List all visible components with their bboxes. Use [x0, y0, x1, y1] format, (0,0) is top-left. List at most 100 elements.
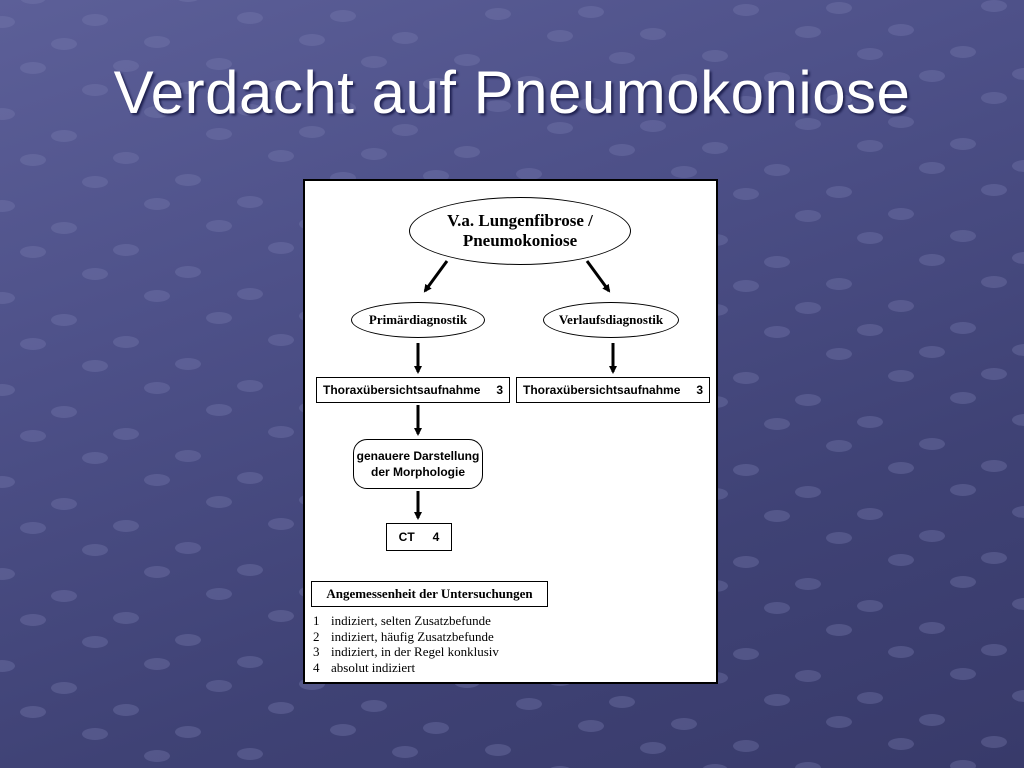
background-dot — [175, 726, 201, 738]
node-thorax-verlauf-rating: 3 — [696, 383, 703, 397]
flow-arrows — [414, 260, 617, 520]
node-suspected-fibrosis-line2: Pneumokoniose — [462, 231, 578, 250]
background-dot — [888, 462, 914, 474]
background-dot — [919, 714, 945, 726]
background-dot — [516, 168, 542, 180]
background-dot — [826, 532, 852, 544]
background-dot — [981, 552, 1007, 564]
background-dot — [175, 450, 201, 462]
node-ct-name: CT — [398, 530, 415, 544]
background-dot — [144, 106, 170, 118]
background-dot — [547, 30, 573, 42]
arrow-to-primaerdiagnostik — [423, 260, 449, 293]
background-dot — [950, 668, 976, 680]
background-dot — [175, 174, 201, 186]
background-dot — [20, 522, 46, 534]
background-dot — [178, 0, 198, 2]
background-dot — [392, 746, 418, 758]
background-dot — [20, 246, 46, 258]
background-dot — [702, 142, 728, 154]
background-dot — [485, 744, 511, 756]
background-dot — [857, 600, 883, 612]
background-dot — [113, 152, 139, 164]
node-ct: CT 4 — [386, 523, 452, 551]
background-dot — [423, 78, 449, 90]
background-dot — [20, 154, 46, 166]
node-morphologie: genauere Darstellung der Morphologie — [353, 439, 483, 489]
background-dot — [888, 554, 914, 566]
background-dot — [1012, 252, 1024, 264]
background-dot — [826, 716, 852, 728]
background-dot — [0, 384, 15, 396]
background-dot — [733, 464, 759, 476]
background-dot — [795, 26, 821, 38]
background-dot — [175, 634, 201, 646]
background-dot — [454, 54, 480, 66]
background-dot — [20, 0, 46, 4]
background-dot — [764, 418, 790, 430]
background-dot — [51, 590, 77, 602]
background-dot — [950, 484, 976, 496]
background-dot — [578, 98, 604, 110]
background-dot — [268, 80, 294, 92]
background-dot — [268, 334, 294, 346]
background-dot — [206, 58, 232, 70]
background-dot — [330, 724, 356, 736]
background-dot — [950, 576, 976, 588]
background-dot — [671, 74, 697, 86]
background-dot — [764, 602, 790, 614]
background-dot — [144, 658, 170, 670]
background-dot — [826, 94, 852, 106]
node-thorax-verlauf: Thoraxübersichtsaufnahme 3 — [516, 377, 710, 403]
background-dot — [82, 268, 108, 280]
background-dot — [857, 416, 883, 428]
background-dot — [237, 748, 263, 760]
background-dot — [82, 360, 108, 372]
node-ct-rating: 4 — [432, 530, 440, 544]
background-dot — [888, 646, 914, 658]
background-dot — [237, 472, 263, 484]
background-dot — [268, 242, 294, 254]
background-dot — [237, 288, 263, 300]
background-dot — [454, 146, 480, 158]
background-dot — [981, 644, 1007, 656]
background-dot — [51, 498, 77, 510]
background-dot — [733, 740, 759, 752]
background-dot — [0, 292, 15, 304]
background-dot — [268, 150, 294, 162]
background-dot — [702, 764, 728, 768]
background-dot — [826, 440, 852, 452]
background-dot — [175, 266, 201, 278]
background-dot — [144, 36, 170, 48]
background-dot — [950, 138, 976, 150]
background-dot — [857, 232, 883, 244]
background-dot — [888, 300, 914, 312]
background-dot — [919, 530, 945, 542]
legend-item-number: 3 — [313, 644, 320, 659]
background-dot — [144, 290, 170, 302]
background-dot — [857, 140, 883, 152]
background-dot — [764, 326, 790, 338]
background-dot — [485, 8, 511, 20]
background-dot — [795, 762, 821, 768]
background-dot — [609, 696, 635, 708]
background-dot — [206, 312, 232, 324]
background-dot — [268, 426, 294, 438]
background-dot — [1012, 598, 1024, 610]
background-dot — [175, 82, 201, 94]
node-verlaufsdiagnostik: Verlaufsdiagnostik — [543, 302, 679, 338]
background-dot — [919, 254, 945, 266]
background-dot — [702, 50, 728, 62]
background-dot — [0, 108, 15, 120]
background-dot — [826, 348, 852, 360]
background-dot — [82, 544, 108, 556]
background-dot — [206, 128, 232, 140]
background-dot — [671, 166, 697, 178]
background-dot — [733, 372, 759, 384]
legend-item: 3 indiziert, in der Regel konklusiv — [313, 644, 703, 660]
background-dot — [51, 222, 77, 234]
background-dot — [764, 72, 790, 84]
legend-item-number: 2 — [313, 628, 320, 644]
node-primaerdiagnostik-label: Primärdiagnostik — [368, 312, 468, 327]
background-dot — [516, 698, 542, 710]
